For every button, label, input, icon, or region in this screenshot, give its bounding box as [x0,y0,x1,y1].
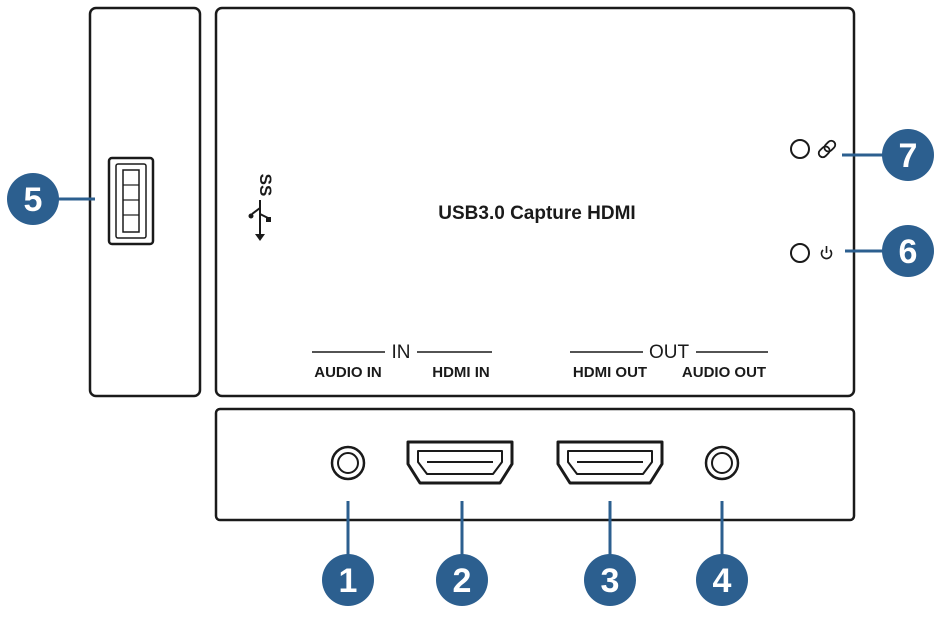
callout-3: 3 [584,501,636,606]
front-view [214,407,856,522]
callout-7: 7 [842,129,934,181]
hdmi-in-label: HDMI IN [432,364,490,381]
in-group-label: IN [392,342,411,363]
hdmi-port-icon [556,440,664,485]
callout-5-number: 5 [24,181,43,219]
audio-jack-icon [704,445,740,481]
link-led [790,139,837,159]
callout-6: 6 [845,225,934,277]
usb-superspeed-text: SS [256,174,275,197]
device-title: USB3.0 Capture HDMI [438,203,635,224]
link-icon [817,139,837,159]
callout-6-number: 6 [899,233,918,271]
power-icon [820,246,833,260]
power-led [790,243,833,263]
side-view [88,6,202,398]
callout-1-number: 1 [339,562,358,600]
hdmi-out-label: HDMI OUT [573,364,647,381]
audio-out-label: AUDIO OUT [682,364,766,381]
audio-in-label: AUDIO IN [314,364,382,381]
callout-5: 5 [7,173,95,225]
callout-3-number: 3 [601,562,620,600]
hdmi-port-icon [406,440,514,485]
out-group-label: OUT [649,342,690,363]
callout-4: 4 [696,501,748,606]
callout-4-number: 4 [713,562,732,600]
callout-2-number: 2 [453,562,472,600]
top-view: SS USB3.0 Capture HDMI IN [214,6,856,398]
usb-superspeed-icon: SS [248,174,275,241]
audio-jack-icon [330,445,366,481]
callout-2: 2 [436,501,488,606]
usb-a-port-icon [107,156,155,246]
callout-1: 1 [322,501,374,606]
callout-7-number: 7 [899,137,918,175]
